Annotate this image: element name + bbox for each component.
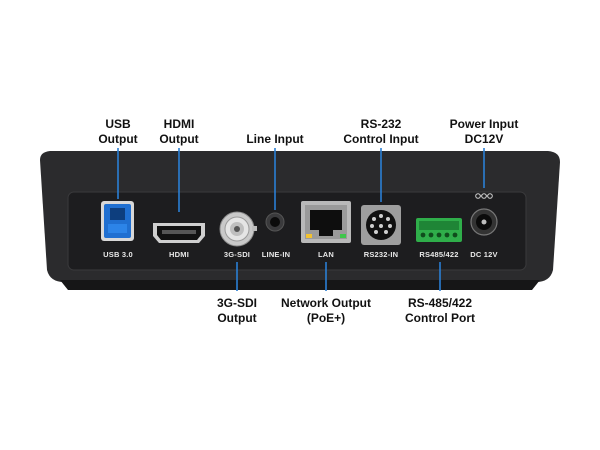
port-label-sdi: 3G-SDI: [223, 250, 251, 259]
callout-text: (PoE+): [306, 311, 346, 325]
callout-3g-sdi-output: 3G-SDI Output: [202, 296, 272, 326]
callout-line-input: Line Input: [235, 132, 315, 147]
hdmi-port-icon: [153, 223, 205, 243]
ethernet-port-icon: [301, 201, 351, 243]
callout-rs485-control-port: RS-485/422 Control Port: [395, 296, 485, 326]
callout-text: RS-232: [360, 117, 402, 131]
terminal-block-icon: [416, 218, 462, 242]
port-label-line-in: LINE-IN: [261, 250, 291, 259]
audio-jack-icon: [265, 212, 285, 232]
callout-text: Line Input: [246, 132, 304, 146]
port-label-dc: DC 12V: [470, 250, 498, 259]
callout-hdmi-output: HDMI Output: [149, 117, 209, 147]
callout-text: HDMI: [163, 117, 195, 131]
port-label-lan: LAN: [317, 250, 334, 259]
port-label-hdmi: HDMI: [169, 250, 189, 259]
callout-power-input: Power Input DC12V: [444, 117, 524, 147]
callout-text: Power Input: [449, 117, 519, 131]
callout-rs232-control-input: RS-232 Control Input: [336, 117, 426, 147]
callout-text: RS-485/422: [407, 296, 473, 310]
callout-text: Network Output: [281, 296, 371, 310]
callout-text: Output: [217, 311, 257, 325]
port-label-usb: USB 3.0: [103, 250, 133, 259]
callout-lines: [117, 148, 485, 291]
callout-text: Output: [159, 132, 199, 146]
callout-text: Control Input: [343, 132, 419, 146]
callout-text: Output: [98, 132, 138, 146]
rear-panel: [67, 191, 527, 271]
device-bottom-shadow: [60, 280, 540, 290]
port-label-rs485: RS485/422: [419, 250, 459, 259]
bnc-connector-icon: [219, 211, 257, 247]
mini-din-port-icon: [361, 205, 401, 245]
dc-power-jack-icon: [470, 208, 498, 236]
callout-text: USB: [105, 117, 131, 131]
callout-text: 3G-SDI: [216, 296, 257, 310]
callout-text: DC12V: [464, 132, 504, 146]
callout-text: Control Port: [405, 311, 475, 325]
callout-usb-output: USB Output: [88, 117, 148, 147]
polarity-symbol-icon: [475, 193, 493, 199]
port-label-rs232: RS232-IN: [363, 250, 399, 259]
callout-network-output: Network Output (PoE+): [276, 296, 376, 326]
usb-port-icon: [101, 201, 134, 241]
